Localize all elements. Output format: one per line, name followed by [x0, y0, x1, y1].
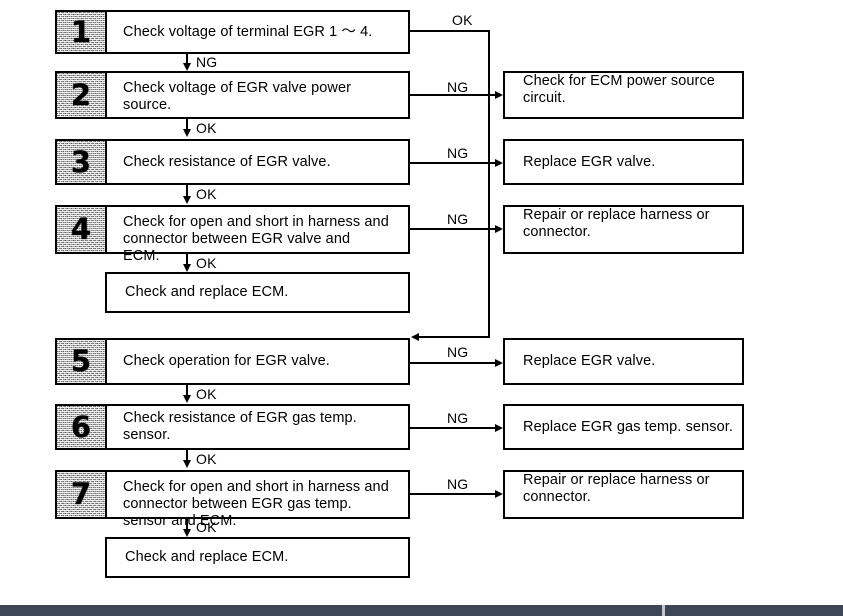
- edge-label-6-ng: NG: [447, 410, 469, 426]
- step-box-3[interactable]: 3 Check resistance of EGR valve.: [55, 139, 410, 185]
- edge-label-3-ng: NG: [447, 145, 469, 161]
- edge-3-ok-arrowhead: [182, 196, 191, 204]
- step-number-cell-5: 5: [57, 340, 107, 383]
- edge-3-ng-horizontal: [410, 162, 495, 164]
- edge-label-5-ok: OK: [196, 386, 217, 402]
- edge-3-ok-vertical: [186, 185, 188, 196]
- edge-1-ok-arrowhead: [411, 332, 419, 341]
- action-box-replace-gas-temp-sensor[interactable]: Replace EGR gas temp. sensor.: [503, 404, 744, 450]
- edge-5-ng-arrowhead: [495, 358, 503, 367]
- edge-4-ok-arrowhead: [182, 264, 191, 272]
- edge-1-ok-vertical: [488, 30, 490, 337]
- step-text-1: Check voltage of terminal EGR 1 ～ 4.: [123, 23, 373, 40]
- step-number-6: 6: [70, 409, 92, 444]
- edge-1-ok-horizontal: [410, 30, 490, 32]
- step-number-7: 7: [70, 477, 92, 511]
- edge-label-6-ok: OK: [196, 451, 217, 467]
- edge-5-ok-arrowhead: [182, 395, 191, 403]
- step-number-cell-1: 1: [57, 12, 107, 52]
- edge-7-ok-arrowhead: [182, 529, 191, 537]
- edge-label-2-ng: NG: [447, 79, 469, 95]
- step-number-3: 3: [70, 144, 92, 179]
- edge-3-ng-arrowhead: [495, 158, 503, 167]
- edge-label-2-ok: OK: [196, 120, 217, 136]
- terminal-text-check-replace-ecm-2: Check and replace ECM.: [125, 549, 289, 565]
- edge-7-ng-arrowhead: [495, 489, 503, 498]
- edge-6-ok-arrowhead: [182, 460, 191, 468]
- step-number-4: 4: [70, 212, 92, 246]
- step-number-cell-7: 7: [57, 472, 107, 517]
- edge-2-ok-vertical: [186, 119, 188, 129]
- action-text-repair-harness-upper: Repair or replace harness or connector.: [523, 207, 710, 240]
- edge-1-ok-return-horizontal: [419, 336, 490, 338]
- action-box-repair-harness-lower[interactable]: Repair or replace harness or connector.: [503, 470, 744, 519]
- step-number-5: 5: [70, 344, 92, 378]
- step-box-4[interactable]: 4 Check for open and short in harness an…: [55, 205, 410, 264]
- action-text-repair-harness-lower: Repair or replace harness or connector.: [523, 472, 710, 505]
- step-text-7: Check for open and short in harness and …: [123, 479, 389, 529]
- edge-label-4-ng: NG: [447, 211, 469, 227]
- step-box-5[interactable]: 5 Check operation for EGR valve.: [55, 338, 410, 385]
- edge-label-7-ng: NG: [447, 476, 469, 492]
- step-box-2[interactable]: 2 Check voltage of EGR valve power sourc…: [55, 71, 410, 119]
- edge-6-ok-vertical: [186, 450, 188, 460]
- bottom-bar-divider: [662, 605, 665, 616]
- step-text-2: Check voltage of EGR valve power source.: [123, 80, 352, 113]
- edge-4-ng-horizontal: [410, 228, 495, 230]
- action-text-ecm-power-source: Check for ECM power source circuit.: [523, 73, 715, 106]
- step-number-cell-6: 6: [57, 406, 107, 448]
- step-text-4: Check for open and short in harness and …: [123, 214, 389, 264]
- edge-label-7-ok: OK: [196, 519, 217, 535]
- edge-label-3-ok: OK: [196, 186, 217, 202]
- step-number-cell-2: 2: [57, 73, 107, 117]
- action-text-replace-egr-valve-upper: Replace EGR valve.: [523, 153, 656, 170]
- step-box-7[interactable]: 7 Check for open and short in harness an…: [55, 470, 410, 529]
- bottom-status-bar: [0, 605, 843, 616]
- step-number-cell-3: 3: [57, 141, 107, 183]
- terminal-box-check-replace-ecm-1[interactable]: Check and replace ECM.: [105, 272, 410, 313]
- edge-1-ng-arrowhead: [182, 63, 191, 71]
- edge-1-ng-vertical: [186, 54, 188, 63]
- action-box-replace-egr-valve-upper[interactable]: Replace EGR valve.: [503, 139, 744, 185]
- edge-2-ng-horizontal: [410, 94, 495, 96]
- step-text-5: Check operation for EGR valve.: [123, 353, 330, 369]
- edge-4-ok-vertical: [186, 254, 188, 264]
- terminal-text-check-replace-ecm-1: Check and replace ECM.: [125, 284, 289, 300]
- step-number-1: 1: [70, 14, 92, 49]
- edge-label-4-ok: OK: [196, 255, 217, 271]
- edge-4-ng-arrowhead: [495, 224, 503, 233]
- step-box-1[interactable]: 1 Check voltage of terminal EGR 1 ～ 4.: [55, 10, 410, 54]
- action-text-replace-gas-temp-sensor: Replace EGR gas temp. sensor.: [523, 418, 734, 435]
- edge-5-ok-vertical: [186, 385, 188, 395]
- step-text-3: Check resistance of EGR valve.: [123, 153, 331, 170]
- edge-2-ng-arrowhead: [495, 90, 503, 99]
- edge-6-ng-horizontal: [410, 427, 495, 429]
- edge-2-ok-arrowhead: [182, 129, 191, 137]
- step-text-6: Check resistance of EGR gas temp. sensor…: [123, 410, 357, 443]
- action-box-repair-harness-upper[interactable]: Repair or replace harness or connector.: [503, 205, 744, 254]
- action-box-ecm-power-source[interactable]: Check for ECM power source circuit.: [503, 71, 744, 119]
- edge-label-5-ng: NG: [447, 344, 469, 360]
- action-text-replace-egr-valve-lower: Replace EGR valve.: [523, 353, 656, 369]
- action-box-replace-egr-valve-lower[interactable]: Replace EGR valve.: [503, 338, 744, 385]
- step-number-cell-4: 4: [57, 207, 107, 252]
- terminal-box-check-replace-ecm-2[interactable]: Check and replace ECM.: [105, 537, 410, 578]
- edge-7-ng-horizontal: [410, 493, 495, 495]
- step-number-2: 2: [70, 77, 92, 112]
- edge-5-ng-horizontal: [410, 362, 495, 364]
- edge-label-1-ng: NG: [196, 54, 218, 70]
- edge-6-ng-arrowhead: [495, 423, 503, 432]
- edge-label-1-ok: OK: [452, 12, 473, 28]
- edge-7-ok-vertical: [186, 519, 188, 529]
- step-box-6[interactable]: 6 Check resistance of EGR gas temp. sens…: [55, 404, 410, 450]
